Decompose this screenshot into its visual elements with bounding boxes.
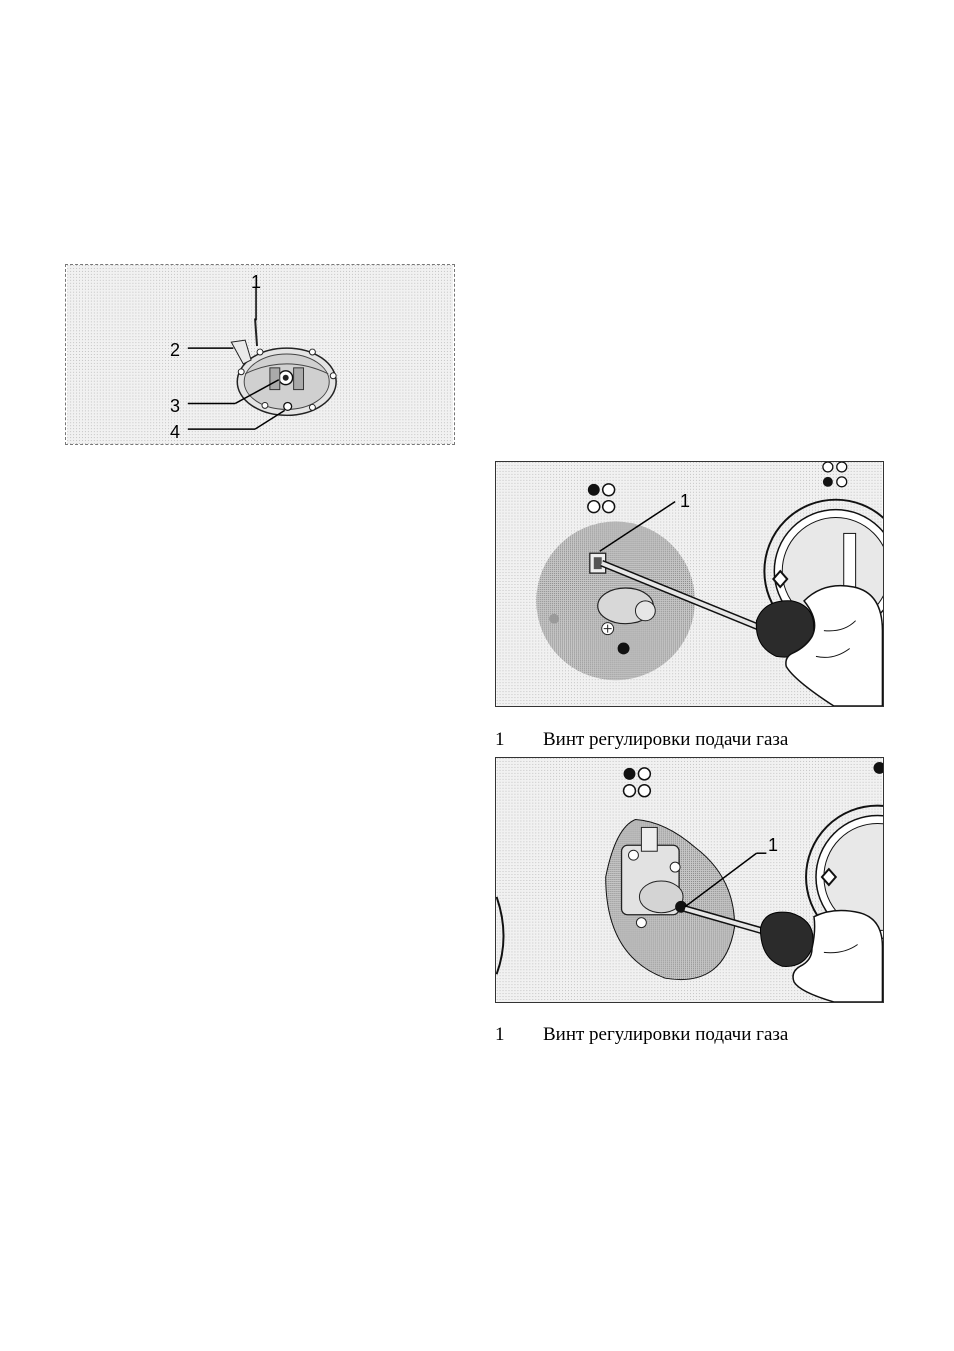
callout-3: 3 — [170, 397, 180, 415]
caption-text: Винт регулировки подачи газа — [543, 729, 788, 751]
caption-number: 1 — [495, 1024, 505, 1046]
callout-1: 1 — [680, 492, 690, 510]
caption: 1 Винт регулировки подачи газа — [495, 729, 884, 753]
burner-figure: 1 2 3 4 — [65, 264, 455, 445]
callout-1: 1 — [768, 836, 778, 854]
callout-2: 2 — [170, 341, 180, 359]
callout-1: 1 — [251, 273, 261, 291]
caption-number: 1 — [495, 729, 505, 751]
caption-text: Винт регулировки подачи газа — [543, 1024, 788, 1046]
gas-screw-figure-top: 1 — [495, 461, 884, 707]
gas-screw-figure-bottom: 1 — [495, 757, 884, 1003]
callout-4: 4 — [170, 423, 180, 441]
screwdriver-illustration-bottom — [496, 758, 883, 1002]
caption: 1 Винт регулировки подачи газа — [495, 1024, 884, 1048]
